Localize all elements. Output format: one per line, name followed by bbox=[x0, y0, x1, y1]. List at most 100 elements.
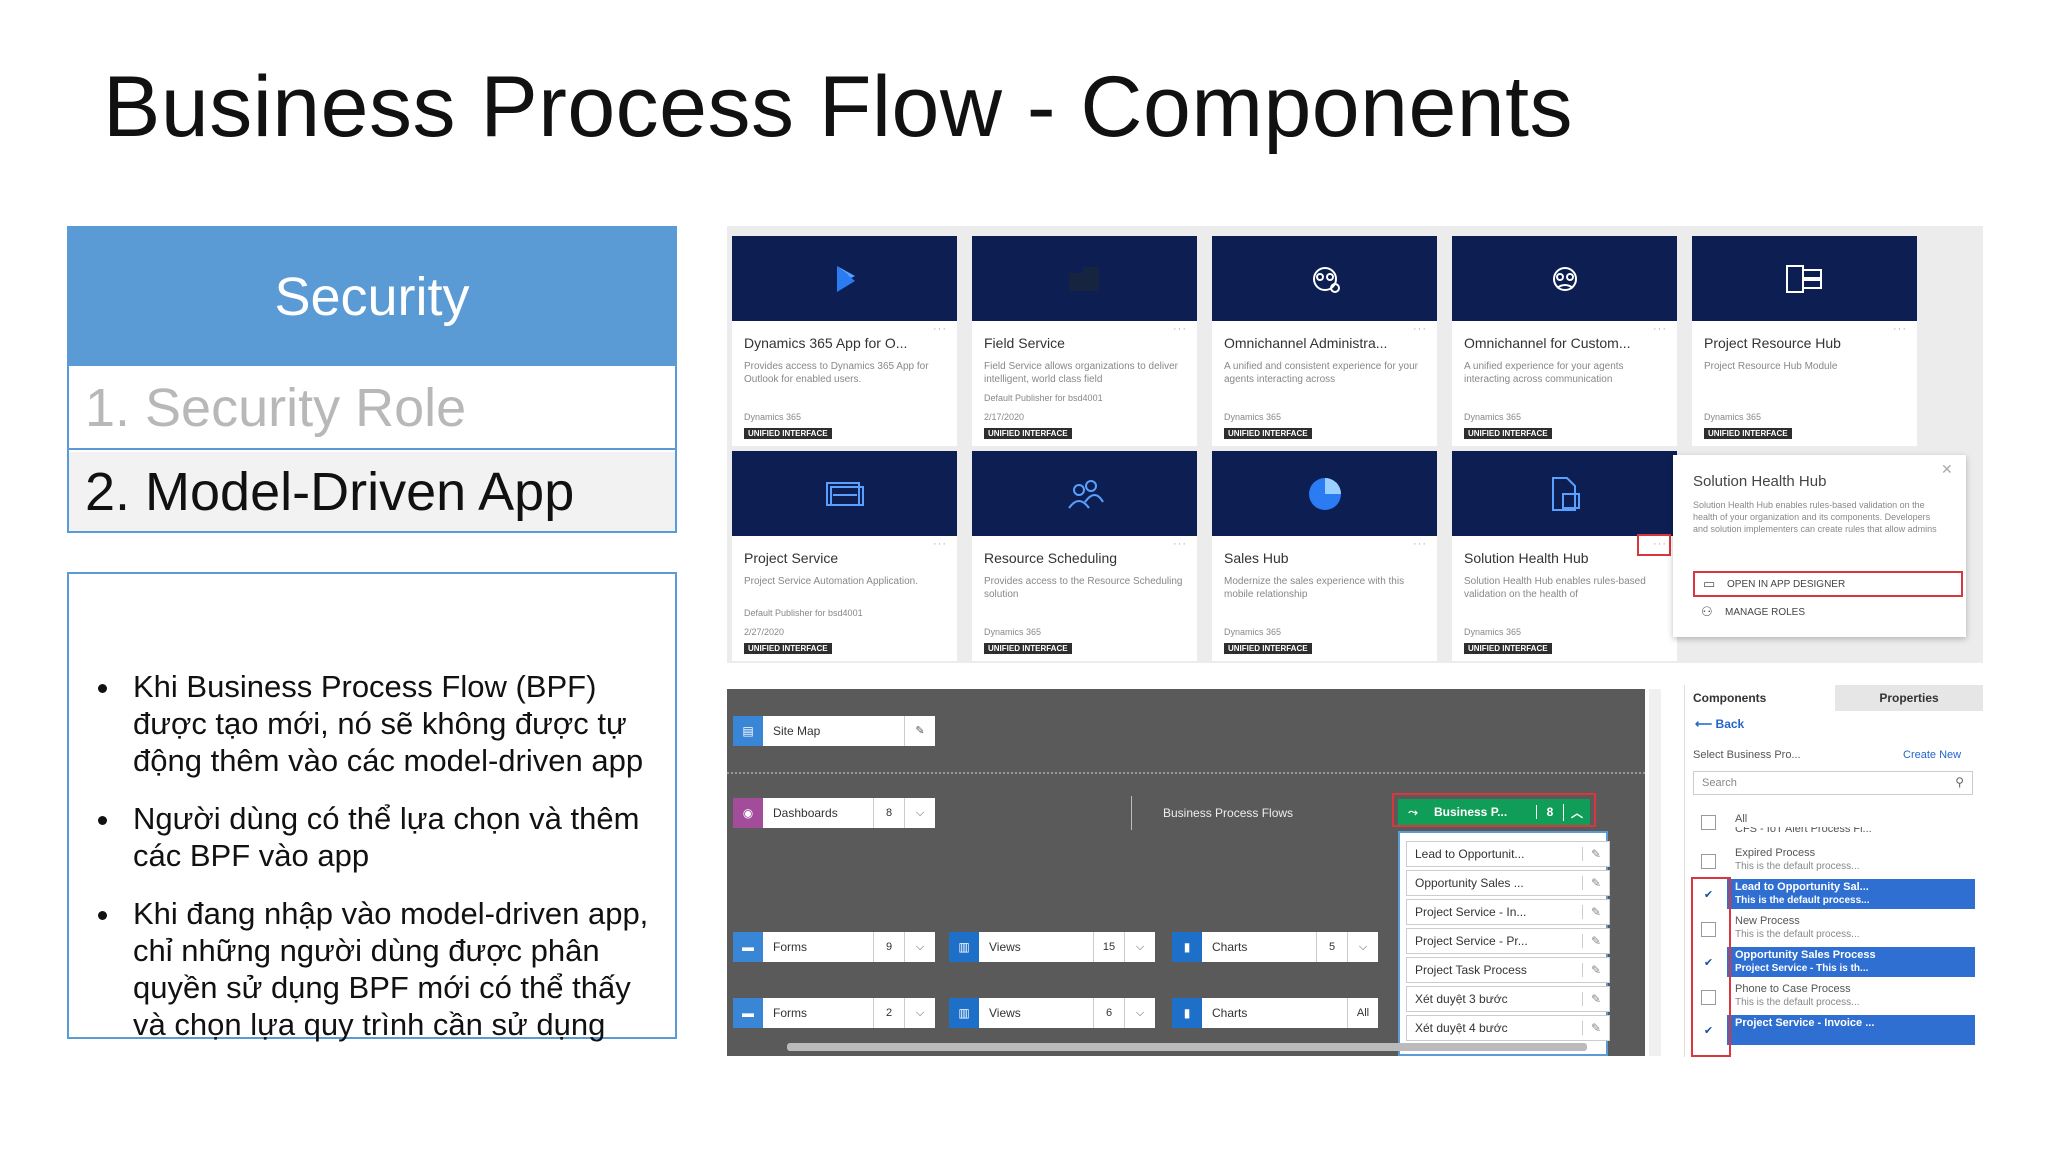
manage-roles-button[interactable]: ⚇ MANAGE ROLES bbox=[1693, 601, 1805, 623]
arrow-left-icon: ⟵ bbox=[1695, 717, 1716, 731]
edit-icon: ✎ bbox=[1582, 847, 1609, 861]
scheduling-icon bbox=[972, 451, 1197, 536]
charts-component[interactable]: ▮ Charts 5 ⌵ bbox=[1172, 932, 1378, 962]
more-options-icon[interactable]: ··· bbox=[1893, 323, 1907, 335]
checkbox[interactable] bbox=[1701, 854, 1716, 869]
nav-header: Security bbox=[69, 228, 675, 366]
bpf-item[interactable]: Opportunity Sales ...✎ bbox=[1406, 870, 1610, 896]
tab-components[interactable]: Components bbox=[1685, 685, 1843, 711]
horizontal-scrollbar[interactable] bbox=[787, 1043, 1587, 1051]
process-description: This is the default process... bbox=[1735, 929, 1860, 940]
dashboards-component[interactable]: ◉ Dashboards 8 ⌵ bbox=[733, 798, 935, 828]
bpf-item[interactable]: Project Task Process✎ bbox=[1406, 957, 1610, 983]
app-publisher: Dynamics 365 bbox=[1704, 412, 1762, 422]
app-tile[interactable]: ···Dynamics 365 App for O...Provides acc… bbox=[732, 236, 957, 446]
bpf-item[interactable]: Xét duyệt 4 bước✎ bbox=[1406, 1015, 1610, 1041]
edit-icon: ✎ bbox=[1582, 876, 1609, 890]
checkbox[interactable]: ✔ bbox=[1701, 1024, 1716, 1039]
app-publisher: Dynamics 365 bbox=[1464, 627, 1522, 637]
bpf-item[interactable]: Project Service - Pr...✎ bbox=[1406, 928, 1610, 954]
process-item[interactable]: CFS - IoT Alert Process Fl... bbox=[1693, 827, 1975, 839]
more-options-highlight[interactable] bbox=[1637, 534, 1671, 556]
more-options-icon[interactable]: ··· bbox=[1413, 323, 1427, 335]
close-icon[interactable]: ✕ bbox=[1941, 461, 1953, 477]
more-options-icon[interactable]: ··· bbox=[933, 538, 947, 550]
bpf-item[interactable]: Lead to Opportunit...✎ bbox=[1406, 841, 1610, 867]
bpf-item[interactable]: Xét duyệt 3 bước✎ bbox=[1406, 986, 1610, 1012]
forms-component[interactable]: ▬ Forms 9 ⌵ bbox=[733, 932, 935, 962]
views-component[interactable]: ▥ Views 15 ⌵ bbox=[949, 932, 1155, 962]
resource-hub-icon bbox=[1692, 236, 1917, 321]
app-publisher: Dynamics 365 bbox=[1224, 627, 1282, 637]
nav-item-security-role[interactable]: 1. Security Role bbox=[69, 368, 675, 450]
chevron-down-icon[interactable]: ⌵ bbox=[1124, 998, 1155, 1028]
charts-count: All bbox=[1347, 998, 1378, 1028]
popup-title: Solution Health Hub bbox=[1693, 473, 1827, 490]
back-button[interactable]: ⟵ Back bbox=[1695, 717, 1744, 731]
dashboards-count: 8 bbox=[873, 798, 904, 828]
app-tile[interactable]: ···Omnichannel for Custom...A unified ex… bbox=[1452, 236, 1677, 446]
chevron-down-icon[interactable]: ⌵ bbox=[904, 932, 935, 962]
create-new-link[interactable]: Create New bbox=[1903, 749, 1962, 761]
charts-component[interactable]: ▮ Charts All bbox=[1172, 998, 1378, 1028]
more-options-icon[interactable]: ··· bbox=[1653, 323, 1667, 335]
app-tile[interactable]: ···Omnichannel Administra...A unified an… bbox=[1212, 236, 1437, 446]
apps-grid: ···Dynamics 365 App for O...Provides acc… bbox=[727, 226, 1983, 663]
vertical-scrollbar[interactable] bbox=[1649, 689, 1661, 1056]
edit-icon[interactable]: ✎ bbox=[904, 716, 935, 746]
process-item[interactable]: ✔Lead to Opportunity Sal...This is the d… bbox=[1693, 879, 1975, 909]
checkbox[interactable] bbox=[1701, 990, 1716, 1005]
app-publisher: Dynamics 365 bbox=[984, 627, 1042, 637]
process-name: Expired Process bbox=[1735, 847, 1816, 859]
open-in-app-designer-button[interactable]: ▭ OPEN IN APP DESIGNER bbox=[1693, 571, 1963, 597]
checkbox[interactable] bbox=[1701, 815, 1716, 830]
edit-icon: ✎ bbox=[1582, 1021, 1609, 1035]
more-options-icon[interactable]: ··· bbox=[1653, 538, 1667, 550]
chevron-down-icon[interactable]: ⌵ bbox=[1347, 932, 1378, 962]
more-options-icon[interactable]: ··· bbox=[933, 323, 947, 335]
open-designer-label: OPEN IN APP DESIGNER bbox=[1727, 578, 1846, 590]
checkbox[interactable]: ✔ bbox=[1701, 888, 1716, 903]
checkbox[interactable] bbox=[1701, 922, 1716, 937]
forms-component[interactable]: ▬ Forms 2 ⌵ bbox=[733, 998, 935, 1028]
nav-item-model-driven-app[interactable]: 2. Model-Driven App bbox=[69, 452, 675, 531]
app-description: Project Service Automation Application. bbox=[744, 576, 918, 587]
bpf-component-highlight[interactable]: ⤳ Business P... 8 ︿ bbox=[1392, 793, 1596, 827]
chevron-up-icon[interactable]: ︿ bbox=[1563, 803, 1590, 821]
site-map-component[interactable]: ▤ Site Map ✎ bbox=[733, 716, 935, 746]
note-item: Khi Business Process Flow (BPF) được tạo… bbox=[123, 668, 655, 779]
pie-icon bbox=[1212, 451, 1437, 536]
select-bpf-label: Select Business Pro... bbox=[1693, 749, 1801, 761]
process-item[interactable]: ✔Project Service - Invoice ... bbox=[1693, 1015, 1975, 1045]
more-options-icon[interactable]: ··· bbox=[1413, 538, 1427, 550]
views-component[interactable]: ▥ Views 6 ⌵ bbox=[949, 998, 1155, 1028]
more-options-icon[interactable]: ··· bbox=[1173, 538, 1187, 550]
chevron-down-icon[interactable]: ⌵ bbox=[904, 998, 935, 1028]
chevron-down-icon[interactable]: ⌵ bbox=[904, 798, 935, 828]
open-designer-icon: ▭ bbox=[1703, 576, 1716, 591]
app-description: Project Resource Hub Module bbox=[1704, 361, 1838, 372]
chevron-down-icon[interactable]: ⌵ bbox=[1124, 932, 1155, 962]
bpf-component[interactable]: ⤳ Business P... 8 ︿ bbox=[1398, 799, 1590, 825]
field-service-icon bbox=[972, 236, 1197, 321]
select-all-item[interactable]: All bbox=[1693, 813, 1975, 830]
edit-icon: ✎ bbox=[1582, 905, 1609, 919]
more-options-icon[interactable]: ··· bbox=[1173, 323, 1187, 335]
forms-count: 2 bbox=[873, 998, 904, 1028]
view-icon: ▥ bbox=[949, 998, 979, 1028]
checkbox[interactable]: ✔ bbox=[1701, 956, 1716, 971]
chart-icon: ▮ bbox=[1172, 998, 1202, 1028]
bpf-item[interactable]: Project Service - In...✎ bbox=[1406, 899, 1610, 925]
tab-properties[interactable]: Properties bbox=[1835, 685, 1983, 711]
search-input[interactable]: Search ⚲ bbox=[1693, 771, 1973, 795]
